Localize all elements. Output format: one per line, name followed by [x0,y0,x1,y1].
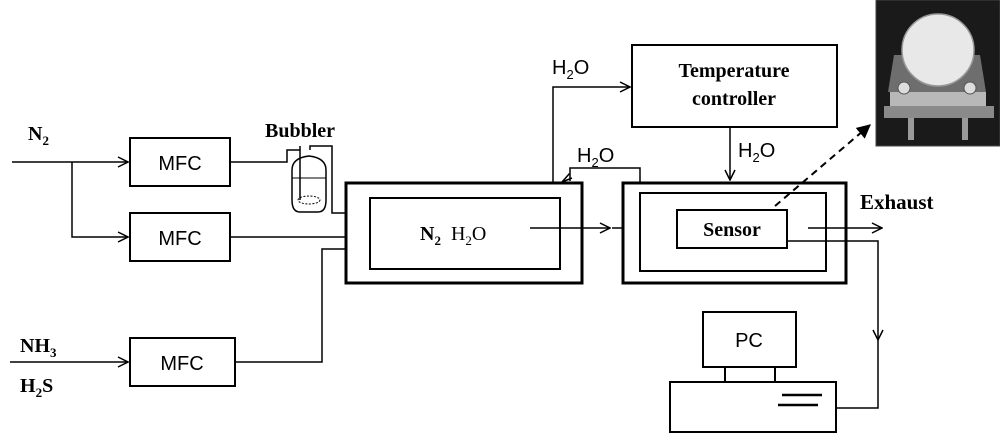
exhaust-label: Exhaust [860,190,934,214]
h2s-inlet-label: H2S [20,375,53,400]
water-top-label: H2O [552,57,589,82]
mfc1-to-bubbler-line [230,149,300,163]
temperature-controller: Temperature controller [631,44,838,128]
temperature-controller-line2: controller [692,88,776,110]
bubbler-label: Bubbler [265,120,335,142]
water-return-arrowhead [562,178,572,182]
sensor-housing: Sensor [621,181,848,285]
mfc-1-label: MFC [158,153,201,175]
sensor-photo [875,0,1000,147]
sensor-to-pc-arrow [787,240,878,340]
pc-computer: PC [669,311,837,433]
temperature-controller-line1: Temperature [678,60,789,82]
bubbler-icon [291,145,327,213]
sensor-label: Sensor [703,219,761,241]
mfc-3: MFC [129,337,236,387]
water-right-label: H2O [738,140,775,165]
mfc-1: MFC [129,137,231,187]
sensor-to-pc-line [836,340,879,409]
mfc-2-label: MFC [158,228,201,250]
sensor-photo-pointer [774,124,871,207]
n2-branch-to-mfc2 [71,162,128,237]
mfc-3-label: MFC [160,353,203,375]
mfc-2: MFC [129,212,231,262]
nh3-inlet-label: NH3 [20,335,57,360]
water-return-line [569,167,641,183]
water-return-label: H2O [577,145,614,170]
pc-label: PC [735,330,763,352]
n2-inlet-label: N2 [28,123,49,148]
water-to-controller-arrow [552,87,630,183]
